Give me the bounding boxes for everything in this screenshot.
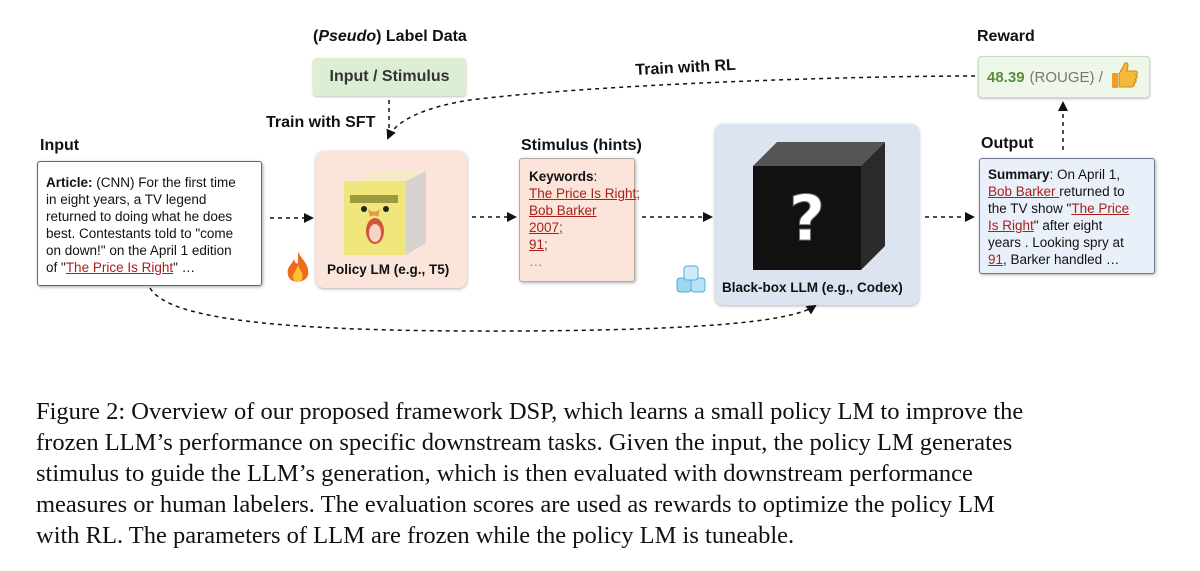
stimulus-title: Stimulus (hints)	[521, 137, 642, 154]
input-article-box: Article: (CNN) For the first time in eig…	[37, 161, 262, 286]
thumbs-up-icon	[1111, 60, 1139, 94]
fire-icon	[287, 251, 309, 282]
train-sft-label: Train with SFT	[266, 114, 376, 131]
stimulus-box: Keywords: The Price Is Right; Bob Barker…	[519, 158, 640, 282]
reward-score: 48.39	[987, 68, 1025, 86]
label-data-text: Input / Stimulus	[329, 68, 450, 85]
output-title: Output	[981, 135, 1034, 152]
figure-caption: Figure 2: Overview of our proposed frame…	[36, 396, 1166, 551]
svg-text:?: ?	[789, 182, 825, 255]
rl-arrow	[386, 75, 976, 140]
blackbox-llm-label: Black-box LLM (e.g., Codex)	[722, 280, 903, 295]
policy-lm-label: Policy LM (e.g., T5)	[327, 262, 450, 277]
black-box-cube-icon: ?	[753, 142, 885, 270]
reward-metric: (ROUGE) /	[1029, 68, 1103, 86]
caption-line: Figure 2: Overview of our proposed frame…	[36, 398, 1024, 425]
input-to-llm-curve	[149, 287, 817, 332]
blackbox-llm-box: ? Black-box LLM (e.g., Codex)	[676, 124, 919, 305]
reward-box: 48.39 (ROUGE) /	[978, 56, 1150, 98]
output-summary-box: Summary: On April 1, Bob Barker returned…	[979, 158, 1155, 274]
policy-lm-box: Policy LM (e.g., T5)	[287, 151, 467, 288]
pseudo-label-title: (Pseudo) Label Data	[313, 28, 467, 45]
caption-line: with RL. The parameters of LLM are froze…	[36, 522, 795, 549]
reward-title: Reward	[977, 28, 1035, 45]
ice-cube-icon	[676, 265, 706, 293]
caption-line: frozen LLM’s performance on specific dow…	[36, 429, 1013, 456]
input-title: Input	[40, 137, 80, 154]
label-data-box: Input / Stimulus	[313, 58, 466, 96]
caption-line: stimulus to guide the LLM’s generation, …	[36, 460, 973, 487]
policy-lm-cube-face-icon	[344, 171, 426, 255]
caption-line: measures or human labelers. The evaluati…	[36, 491, 995, 518]
